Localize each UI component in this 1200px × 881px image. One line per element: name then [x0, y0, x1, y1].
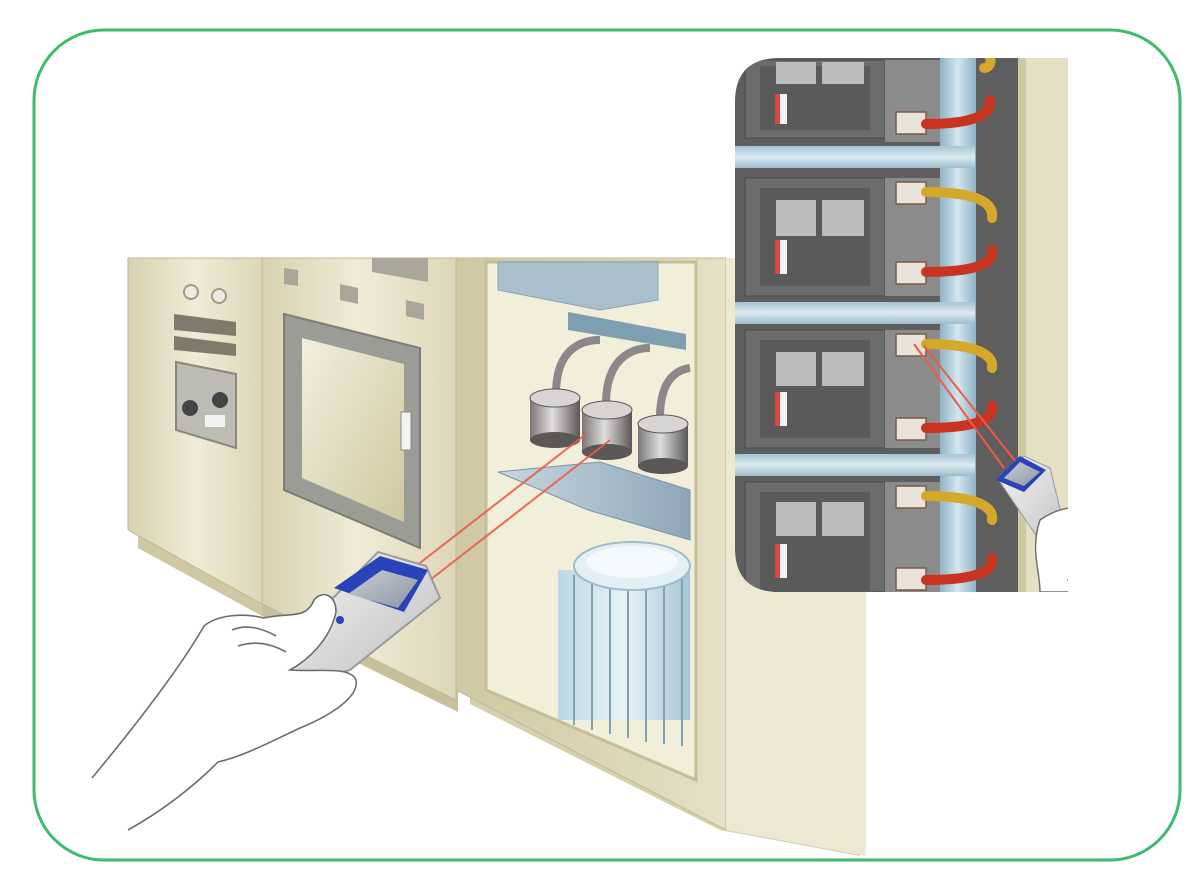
- infrared-thermometer-icon: [276, 550, 442, 692]
- circuit-breaker-icon: [744, 59, 940, 142]
- laser-beam: [415, 433, 611, 581]
- vertical-busbar: [940, 58, 976, 592]
- terminal-block: [895, 111, 927, 591]
- laser-beam: [913, 343, 1017, 469]
- indicator-lamp: [183, 284, 199, 300]
- cable-yellow: [921, 58, 998, 525]
- circuit-breaker-icon: [744, 177, 940, 297]
- door-handle: [400, 411, 412, 451]
- hand-icon: [1034, 506, 1068, 592]
- mounting-shelf: [497, 461, 691, 541]
- transformer-icon: [558, 541, 691, 746]
- indicator-lamp: [211, 288, 227, 304]
- cable-terminal-insulator: [581, 400, 633, 460]
- hand-icon: [91, 593, 357, 831]
- detail-inset: [735, 58, 1068, 592]
- cable-terminal-insulator: [637, 414, 689, 474]
- cable-terminal-insulator: [529, 388, 581, 448]
- circuit-breaker-icon: [744, 481, 940, 592]
- cable-red: [921, 95, 998, 585]
